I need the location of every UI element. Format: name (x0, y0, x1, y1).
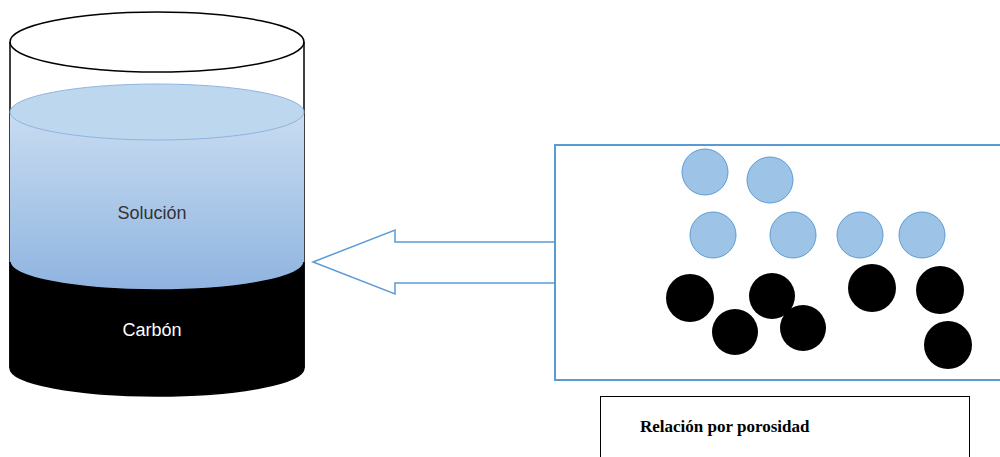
carbon-label-node: Carbón (118, 318, 185, 343)
solution-particles (682, 149, 945, 258)
cylinder-rim (10, 12, 304, 72)
solution-label-node: Solución (113, 201, 190, 226)
node-text: Carbón (122, 320, 181, 341)
node-text: Relación por porosidad (640, 417, 959, 437)
carbon-band (10, 262, 304, 396)
hollow-arrow (313, 230, 555, 294)
caption-box: Relación por porosidad (600, 396, 970, 457)
inset-box (555, 145, 1000, 380)
carbon-particles (666, 264, 972, 369)
solution-surface (10, 84, 304, 140)
node-text: Solución (117, 203, 186, 224)
